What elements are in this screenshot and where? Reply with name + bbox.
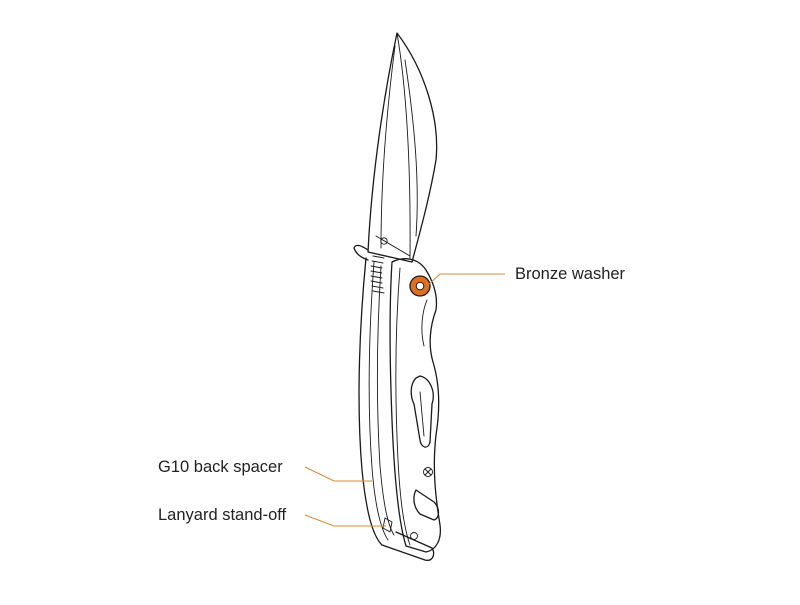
- blade-tang: [353, 235, 411, 261]
- pivot-washer: [409, 275, 431, 297]
- callout-bronze-washer: Bronze washer: [515, 265, 626, 283]
- leader-g10-back-spacer: [304, 466, 372, 482]
- lanyard-hole: [382, 517, 418, 540]
- blade: [367, 32, 438, 263]
- scale-cutout: [410, 375, 434, 448]
- handle-back: [358, 257, 435, 561]
- callout-g10-back-spacer: G10 back spacer: [158, 458, 283, 476]
- folding-knife-icon: [353, 32, 442, 561]
- handle-scale: [389, 258, 442, 553]
- leader-lanyard-stand-off: [304, 514, 386, 527]
- liner-lock: [413, 467, 440, 521]
- callout-lanyard-stand-off: Lanyard stand-off: [158, 506, 287, 524]
- leader-bronze-washer: [427, 273, 505, 286]
- spring: [370, 255, 385, 294]
